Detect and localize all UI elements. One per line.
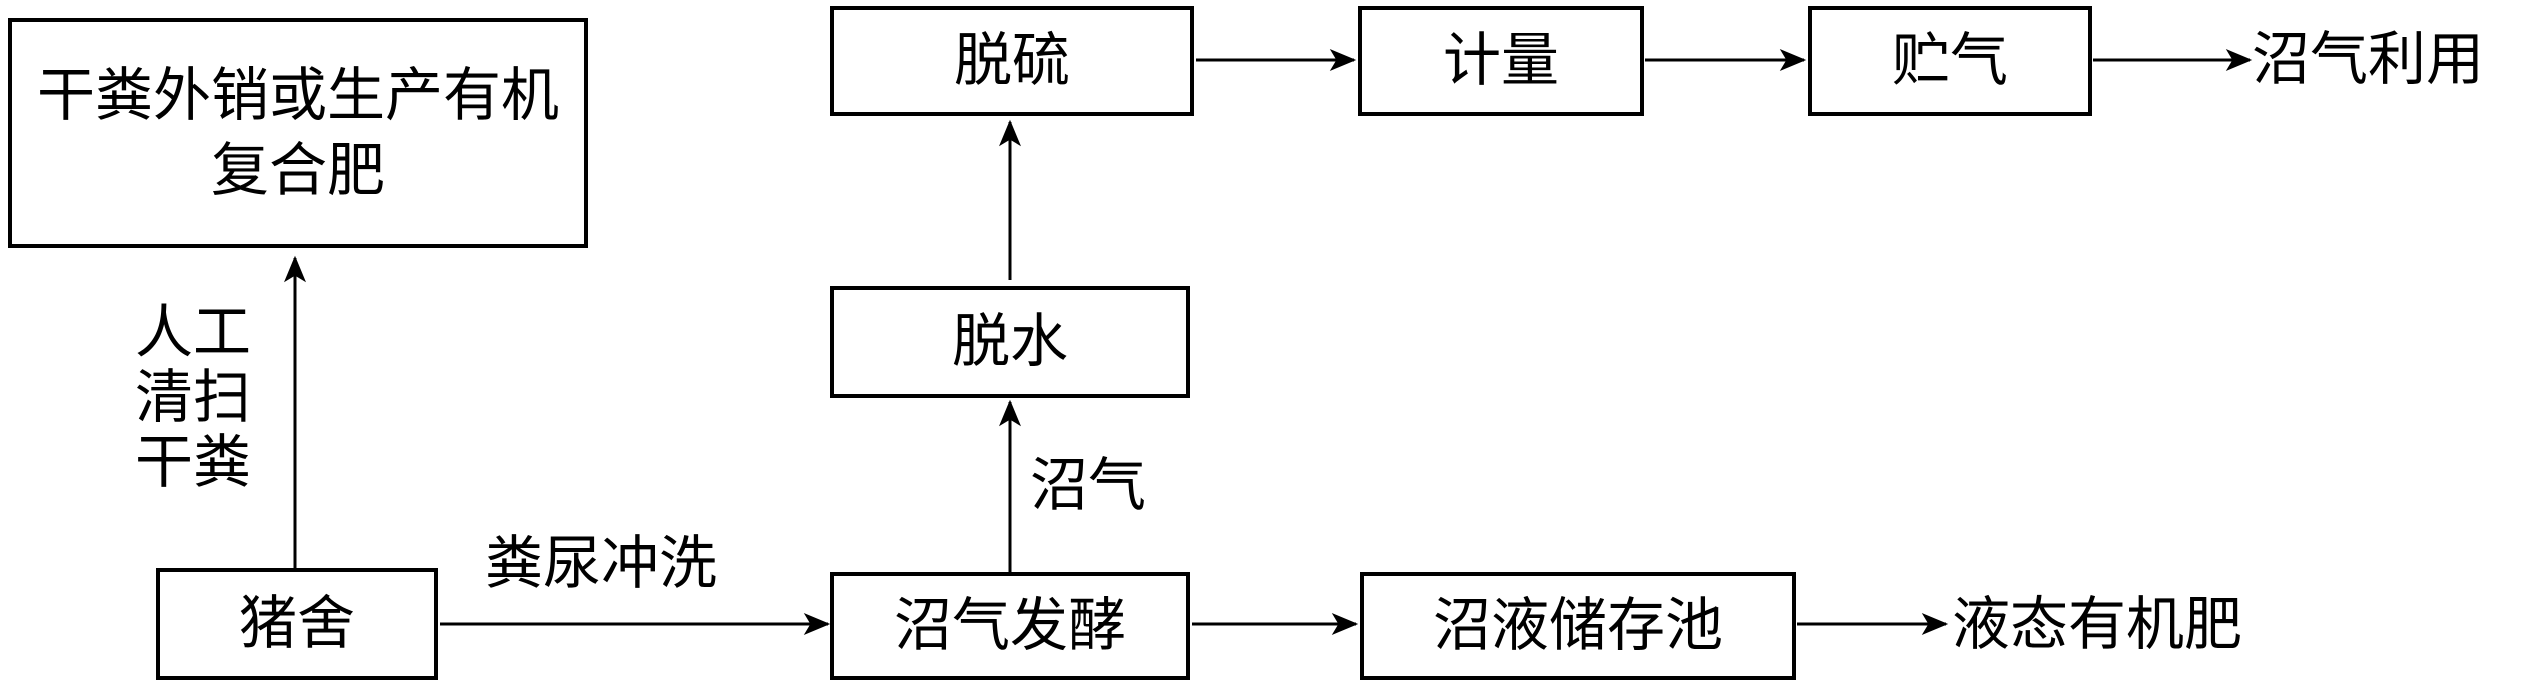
node-dry-manure-label: 干粪外销或生产有机复合肥 bbox=[36, 60, 559, 204]
node-gas-storage: 贮气 bbox=[1808, 6, 2092, 116]
node-fermentation-label: 沼气发酵 bbox=[893, 591, 1126, 660]
output-biogas-use: 沼气利用 bbox=[2252, 25, 2485, 93]
node-metering-label: 计量 bbox=[1442, 26, 1559, 95]
node-fermentation: 沼气发酵 bbox=[830, 572, 1190, 680]
node-slurry-pool: 沼液储存池 bbox=[1360, 572, 1796, 680]
node-dry-manure: 干粪外销或生产有机复合肥 bbox=[8, 18, 588, 248]
node-gas-storage-label: 贮气 bbox=[1891, 26, 2008, 95]
label-flush: 粪尿冲洗 bbox=[485, 529, 718, 597]
node-pig-house: 猪舍 bbox=[156, 568, 438, 680]
label-biogas: 沼气 bbox=[1030, 451, 1147, 519]
output-liquid-fertilizer: 液态有机肥 bbox=[1952, 590, 2243, 658]
node-desulfurization-label: 脱硫 bbox=[953, 26, 1070, 95]
node-desulfurization: 脱硫 bbox=[830, 6, 1194, 116]
node-dehydration-label: 脱水 bbox=[951, 307, 1068, 376]
label-manual-sweep: 人工清扫干粪 bbox=[134, 298, 251, 496]
node-dehydration: 脱水 bbox=[830, 286, 1190, 398]
node-slurry-pool-label: 沼液储存池 bbox=[1432, 591, 1723, 660]
node-pig-house-label: 猪舍 bbox=[238, 589, 355, 658]
node-metering: 计量 bbox=[1358, 6, 1644, 116]
